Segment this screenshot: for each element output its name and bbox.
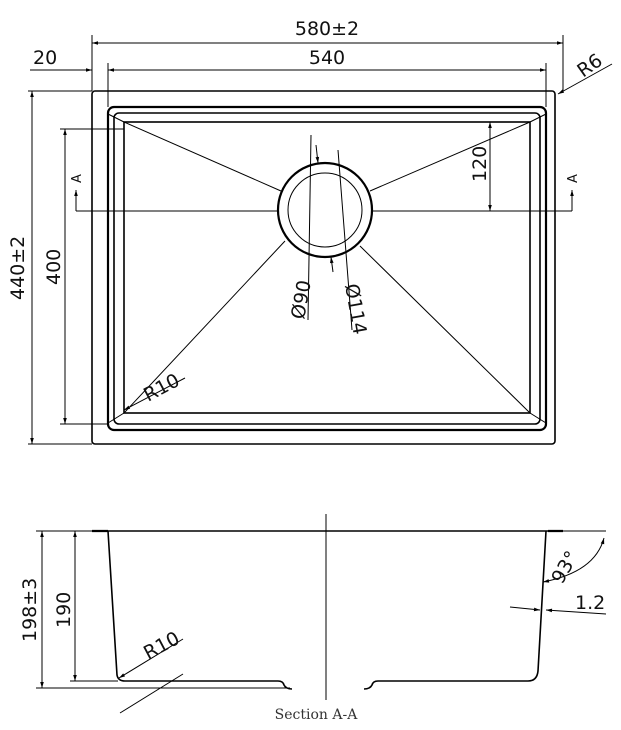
bowl-depth-label: 400 bbox=[43, 249, 65, 285]
bowl-floor bbox=[123, 121, 531, 414]
drain-inner bbox=[287, 172, 363, 248]
section-caption: Section A-A bbox=[275, 707, 359, 723]
bowl-rim-outer bbox=[106, 105, 548, 432]
flange-label: 20 bbox=[33, 47, 57, 69]
drain-offset-label: 120 bbox=[469, 146, 491, 182]
bottom-radius-label: R10 bbox=[140, 627, 183, 664]
bowl-height-label: 190 bbox=[53, 592, 75, 628]
plan-view: Ø90 Ø114 A A 580±2 540 20 R6 440±2 400 1… bbox=[7, 18, 613, 445]
sink-outer-edge bbox=[91, 90, 556, 445]
bowl-width-label: 540 bbox=[309, 47, 345, 69]
drain-outer-dia-label: Ø114 bbox=[340, 282, 371, 336]
overall-height-label: 198±3 bbox=[19, 578, 41, 642]
drain-inner-dia-label: Ø90 bbox=[287, 279, 315, 321]
section-mark-right: A bbox=[566, 174, 581, 183]
thickness-label: 1.2 bbox=[575, 592, 605, 614]
bowl-radius-label: R10 bbox=[140, 369, 183, 406]
wall-angle-label: 93° bbox=[547, 547, 583, 587]
corner-radius-label: R6 bbox=[573, 50, 606, 83]
section-view: 198±3 190 R10 93° 1.2 Section A-A bbox=[19, 514, 607, 723]
overall-width-label: 580±2 bbox=[295, 18, 359, 40]
bowl-rim-inner bbox=[113, 112, 541, 425]
drain-outer bbox=[276, 161, 374, 259]
overall-depth-label: 440±2 bbox=[7, 236, 29, 300]
section-mark-left: A bbox=[70, 174, 85, 183]
